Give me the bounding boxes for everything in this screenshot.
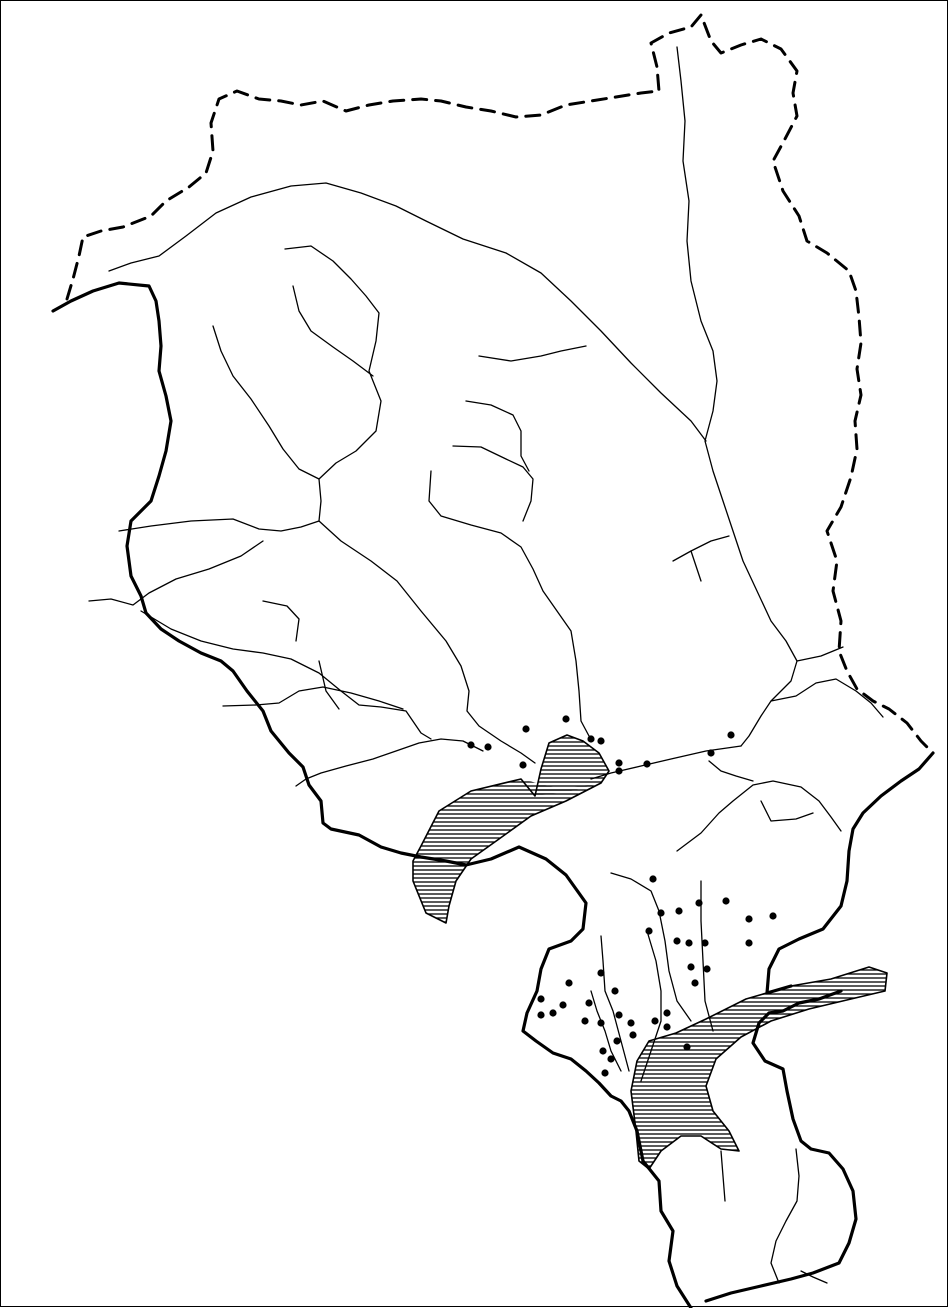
river-valley-west-branch-1 xyxy=(292,285,374,377)
solid-border-west xyxy=(51,281,693,1308)
site-marker xyxy=(657,909,665,917)
river-south-valley-1 xyxy=(610,872,692,1022)
site-marker xyxy=(615,1011,623,1019)
site-marker xyxy=(585,999,593,1007)
river-southeast-valley xyxy=(700,880,714,1032)
river-south-valley-4 xyxy=(590,990,622,1072)
river-west-ridge-3 xyxy=(140,610,432,740)
site-marker xyxy=(615,759,623,767)
lake-west xyxy=(413,779,601,923)
site-marker xyxy=(663,1023,671,1031)
river-valley-west xyxy=(284,245,536,764)
river-main-valley xyxy=(590,745,742,780)
river-south-valley-3 xyxy=(640,930,662,1082)
site-marker xyxy=(607,1055,615,1063)
site-marker xyxy=(537,995,545,1003)
site-marker xyxy=(519,761,527,769)
lake-west-outline xyxy=(412,734,610,924)
solid-border-group xyxy=(51,281,935,1308)
site-marker xyxy=(769,912,777,920)
river-valley-west-branch-2 xyxy=(212,325,320,480)
river-west-ridge-2 xyxy=(88,540,264,606)
site-marker xyxy=(722,897,730,905)
dashed-border-group xyxy=(65,13,935,755)
site-marker xyxy=(562,715,570,723)
site-marker xyxy=(629,1031,637,1039)
site-marker xyxy=(597,969,605,977)
lake-south xyxy=(631,967,887,1169)
solid-border-east xyxy=(765,751,935,995)
site-marker xyxy=(663,1009,671,1017)
site-marker xyxy=(601,1069,609,1077)
river-tributary-east-2 xyxy=(770,678,884,718)
river-north-arc xyxy=(108,182,707,442)
site-marker xyxy=(685,939,693,947)
site-marker xyxy=(537,1011,545,1019)
site-marker xyxy=(703,965,711,973)
river-tributary-mid-3 xyxy=(452,445,534,522)
river-central-valley xyxy=(428,470,590,737)
site-marker xyxy=(745,915,753,923)
site-marker xyxy=(707,749,715,757)
site-marker xyxy=(727,731,735,739)
river-west-ridge-5 xyxy=(318,660,340,710)
river-west-ridge-4 xyxy=(262,600,300,642)
site-marker xyxy=(597,737,605,745)
river-tributary-mid-2 xyxy=(465,400,530,472)
river-west-ridge-7 xyxy=(295,738,484,787)
site-marker xyxy=(649,875,657,883)
site-marker xyxy=(467,741,475,749)
river-southeast-tributary-2 xyxy=(760,800,814,822)
site-marker xyxy=(613,1037,621,1045)
site-marker xyxy=(745,939,753,947)
site-marker xyxy=(549,1009,557,1017)
river-east-tributary-1 xyxy=(672,535,730,562)
site-marker xyxy=(559,1001,567,1009)
river-southeast-tributary-3 xyxy=(708,760,754,782)
river-southeast-tributary-1 xyxy=(676,780,842,852)
river-south-valley-2 xyxy=(600,935,630,1072)
river-main-north-south xyxy=(676,46,798,747)
river-far-south-2 xyxy=(770,1148,800,1284)
river-far-south-1 xyxy=(720,1150,726,1202)
site-marker xyxy=(683,1043,691,1051)
site-marker xyxy=(522,725,530,733)
site-marker xyxy=(691,979,699,987)
site-marker xyxy=(695,899,703,907)
river-tributary-east-1 xyxy=(796,646,844,662)
river-west-ridge-6 xyxy=(222,686,404,710)
river-group xyxy=(88,46,884,1284)
lake-west-north-shore xyxy=(535,735,609,796)
site-marker xyxy=(581,1017,589,1025)
river-far-south-3 xyxy=(800,1270,828,1284)
river-tributary-mid-1 xyxy=(478,345,587,362)
site-marker xyxy=(643,760,651,768)
river-east-tributary-1b xyxy=(690,550,702,582)
site-marker xyxy=(687,963,695,971)
site-marker xyxy=(611,987,619,995)
lake-group xyxy=(412,734,888,1170)
site-marker xyxy=(627,1019,635,1027)
site-marker xyxy=(645,927,653,935)
dashed-border xyxy=(65,13,935,755)
river-west-ridge-1 xyxy=(118,518,320,532)
site-marker xyxy=(587,735,595,743)
site-marker xyxy=(565,979,573,987)
site-marker xyxy=(701,939,709,947)
solid-border-south xyxy=(704,989,858,1303)
site-marker xyxy=(615,767,623,775)
site-marker xyxy=(675,907,683,915)
site-marker xyxy=(597,1019,605,1027)
site-marker xyxy=(484,743,492,751)
site-marker xyxy=(599,1047,607,1055)
site-marker-group xyxy=(467,715,777,1077)
site-marker xyxy=(651,1017,659,1025)
site-marker xyxy=(673,937,681,945)
